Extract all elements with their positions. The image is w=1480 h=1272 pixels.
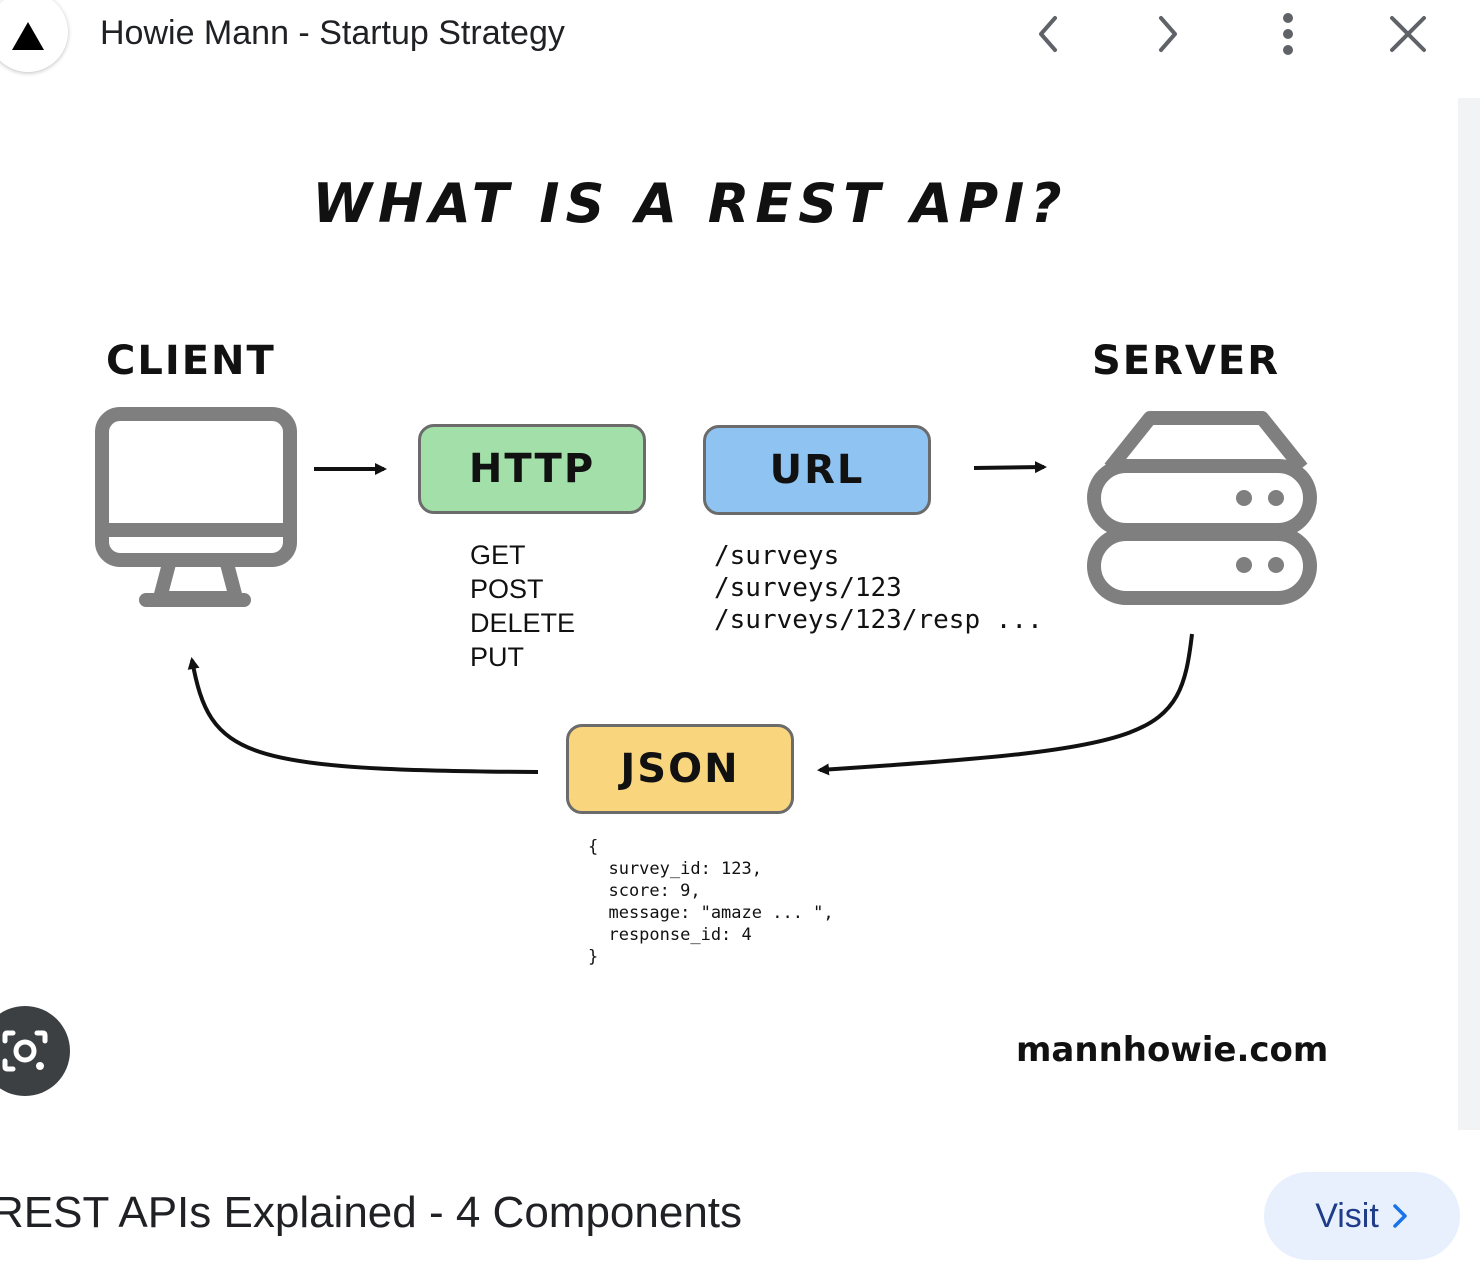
image-preview[interactable] <box>0 98 1458 1130</box>
json-line: response_id: 4 <box>588 925 752 945</box>
http-methods-list: GET POST DELETE PUT <box>470 538 575 674</box>
url-paths-list: /surveys /surveys/123 /surveys/123/resp … <box>714 540 1043 636</box>
arrow-url-to-server <box>973 461 1047 474</box>
json-sample: { survey_id: 123, score: 9, message: "am… <box>588 836 834 968</box>
json-line: score: 9, <box>588 881 701 901</box>
visit-button[interactable]: Visit <box>1264 1172 1460 1260</box>
chevron-left-icon <box>1039 16 1057 52</box>
url-path: /surveys/123/resp ... <box>714 605 1043 635</box>
side-strip <box>1458 98 1480 1130</box>
url-box: URL <box>703 425 931 515</box>
diagram-drawing <box>95 407 1317 776</box>
chevron-right-icon <box>1159 16 1177 52</box>
watermark-text: mannhowie.com <box>1016 1030 1329 1070</box>
json-box: JSON <box>566 724 794 814</box>
more-options-button[interactable] <box>1262 8 1314 60</box>
json-line: } <box>588 947 599 967</box>
more-vert-icon <box>1283 13 1293 55</box>
http-method: GET <box>470 540 526 570</box>
next-button[interactable] <box>1142 8 1194 60</box>
url-path: /surveys <box>714 541 840 571</box>
http-method: DELETE <box>470 608 576 638</box>
viewer-header: Howie Mann - Startup Strategy <box>0 0 1480 72</box>
monitor-icon <box>95 407 297 607</box>
lens-search-button[interactable] <box>0 1006 70 1096</box>
close-button[interactable] <box>1382 8 1434 60</box>
lens-camera-icon <box>2 1030 48 1072</box>
chevron-right-icon <box>1393 1204 1407 1228</box>
client-label: CLIENT <box>106 338 276 384</box>
json-line: { <box>588 837 599 857</box>
server-label: SERVER <box>1092 338 1281 384</box>
triangle-logo-icon <box>12 22 44 50</box>
previous-button[interactable] <box>1022 8 1074 60</box>
json-line: survey_id: 123, <box>588 859 762 879</box>
url-path: /surveys/123 <box>714 573 902 603</box>
source-title[interactable]: Howie Mann - Startup Strategy <box>100 14 565 52</box>
arrow-server-to-json <box>817 633 1194 776</box>
close-icon <box>1390 16 1426 52</box>
visit-label: Visit <box>1315 1196 1379 1235</box>
http-box: HTTP <box>418 424 646 514</box>
http-method: PUT <box>470 642 524 672</box>
server-icon <box>1087 411 1317 605</box>
diagram-title: WHAT IS A REST API? <box>312 172 1068 235</box>
arrow-json-to-client <box>187 657 539 774</box>
image-caption[interactable]: REST APIs Explained - 4 Components <box>0 1188 743 1237</box>
source-logo[interactable] <box>0 0 68 72</box>
http-method: POST <box>470 574 544 604</box>
rest-api-diagram: WHAT IS A REST API? CLIENT SERVER <box>0 98 1458 1130</box>
json-line: message: "amaze ... ", <box>588 903 834 923</box>
